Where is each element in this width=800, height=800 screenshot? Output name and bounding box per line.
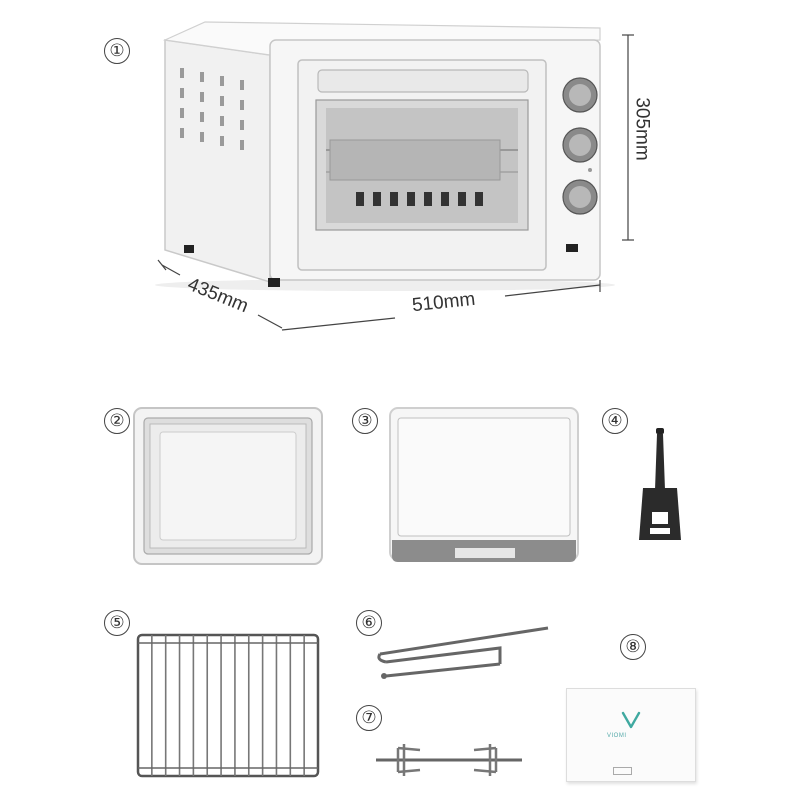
- door-handle: [317, 69, 529, 93]
- label-manual: ⑧: [620, 634, 646, 660]
- label-tray-handle: ④: [602, 408, 628, 434]
- label-rotisserie-fork-handle: ⑥: [356, 610, 382, 636]
- vent-holes: [180, 68, 244, 150]
- viomi-logo-icon: [621, 711, 641, 729]
- manual-footer-tag: [613, 767, 633, 775]
- label-oven: ①: [104, 38, 130, 64]
- label-wire-rack: ⑤: [104, 610, 130, 636]
- manual-brand: VIOMI: [607, 733, 627, 739]
- control-knobs: [562, 77, 598, 215]
- instruction-manual: VIOMI: [566, 688, 696, 782]
- label-crumb-tray: ③: [352, 408, 378, 434]
- label-rotisserie-spit: ⑦: [356, 705, 382, 731]
- label-baking-tray: ②: [104, 408, 130, 434]
- function-icons: [356, 192, 483, 206]
